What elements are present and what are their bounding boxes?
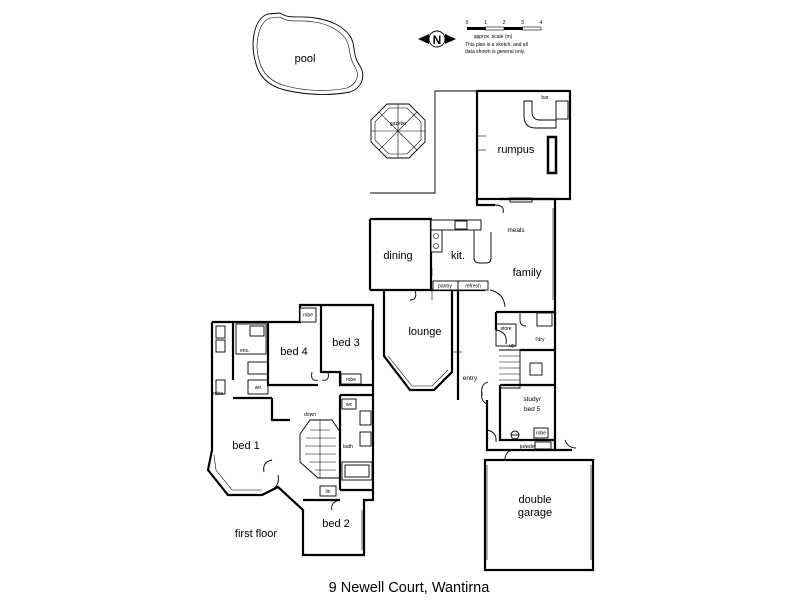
ens-wir-label: wir [255, 385, 262, 391]
first-floor: ens. wir bed 4 robe bed 3 robe [206, 303, 375, 557]
pool: pool [252, 12, 364, 95]
pantry-label: pantry [438, 284, 452, 290]
refresh-label: refresh [465, 284, 481, 290]
property-address: 9 Newell Court, Wantirna [329, 580, 491, 596]
ground-floor: rumpus bar kit. meals family [368, 89, 595, 572]
room-rumpus: rumpus bar [475, 89, 572, 201]
bed2-label: bed 2 [322, 518, 350, 530]
wc-label: wc [346, 402, 353, 408]
kit-label: kit. [451, 250, 465, 262]
scale-tick-3: 3 [521, 20, 524, 26]
scale-note-line-2: data shown is general only. [465, 49, 525, 55]
compass-icon: N [418, 30, 456, 48]
powder-label: powder [520, 444, 537, 450]
ens-label: ens. [240, 348, 249, 354]
room-powder: powder [485, 400, 577, 452]
bed4-label: bed 4 [280, 346, 308, 358]
ldry-label: l'dry [535, 337, 545, 343]
up-label: up [509, 343, 515, 349]
bed3-label: bed 3 [332, 337, 360, 349]
bar-label: bar [541, 95, 549, 101]
down-label: down [304, 412, 316, 418]
scale-tick-0: 0 [466, 20, 469, 26]
lounge-label: lounge [408, 326, 441, 338]
scale-tick-4: 4 [540, 20, 543, 26]
room-bed2: lin bed 2 [303, 485, 363, 550]
compass-north: N [433, 33, 442, 47]
room-entry: store l'dry up entry [456, 289, 557, 450]
room-bath: bath wc [338, 393, 373, 492]
family-label: family [513, 267, 542, 279]
robe-label: robe [536, 431, 546, 437]
scale-tick-2: 2 [503, 20, 506, 26]
room-study: study/ bed 5 robe [498, 383, 555, 442]
dining-label: dining [383, 250, 412, 262]
room-bed3: bed 3 robe [311, 305, 373, 387]
room-ensuite: ens. wir [215, 322, 272, 400]
stairwell: down [299, 412, 341, 479]
entry-label: entry [463, 375, 478, 382]
room-bed1: bed 1 robe [213, 391, 290, 491]
garage-label-2: garage [518, 507, 552, 519]
garage-label-1: double [518, 494, 551, 506]
bed4-robe-label: robe [303, 313, 313, 319]
bed1-label: bed 1 [232, 440, 260, 452]
store-label: store [500, 326, 511, 332]
bed5-label: bed 5 [524, 406, 541, 413]
gazebo-label: gazebo [390, 121, 407, 127]
gazebo: gazebo [370, 103, 426, 159]
room-dining: dining [368, 219, 413, 290]
lin-label: lin [325, 489, 330, 495]
room-bed4: bed 4 robe [266, 307, 318, 387]
room-lounge: lounge [382, 289, 462, 392]
room-garage: double garage [483, 449, 595, 572]
scale-tick-1: 1 [484, 20, 487, 26]
rumpus-label: rumpus [498, 144, 535, 156]
scale-caption: approx. scale (m) [474, 34, 513, 40]
first-floor-label: first floor [235, 528, 278, 540]
scale-note-line-1: This plan is a sketch, and all [465, 42, 528, 48]
meals-label: meals [507, 227, 525, 234]
study-label: study/ [523, 396, 541, 403]
pool-label: pool [295, 53, 316, 65]
bath-label: bath [343, 444, 353, 450]
bed1-robe-label: robe [213, 391, 223, 397]
scale-bar: 0 1 2 3 4 approx. scale (m) This plan is… [465, 20, 543, 55]
bed3-robe-label: robe [346, 377, 356, 383]
room-kitchen: kit. meals family pantry refresh [370, 197, 555, 292]
